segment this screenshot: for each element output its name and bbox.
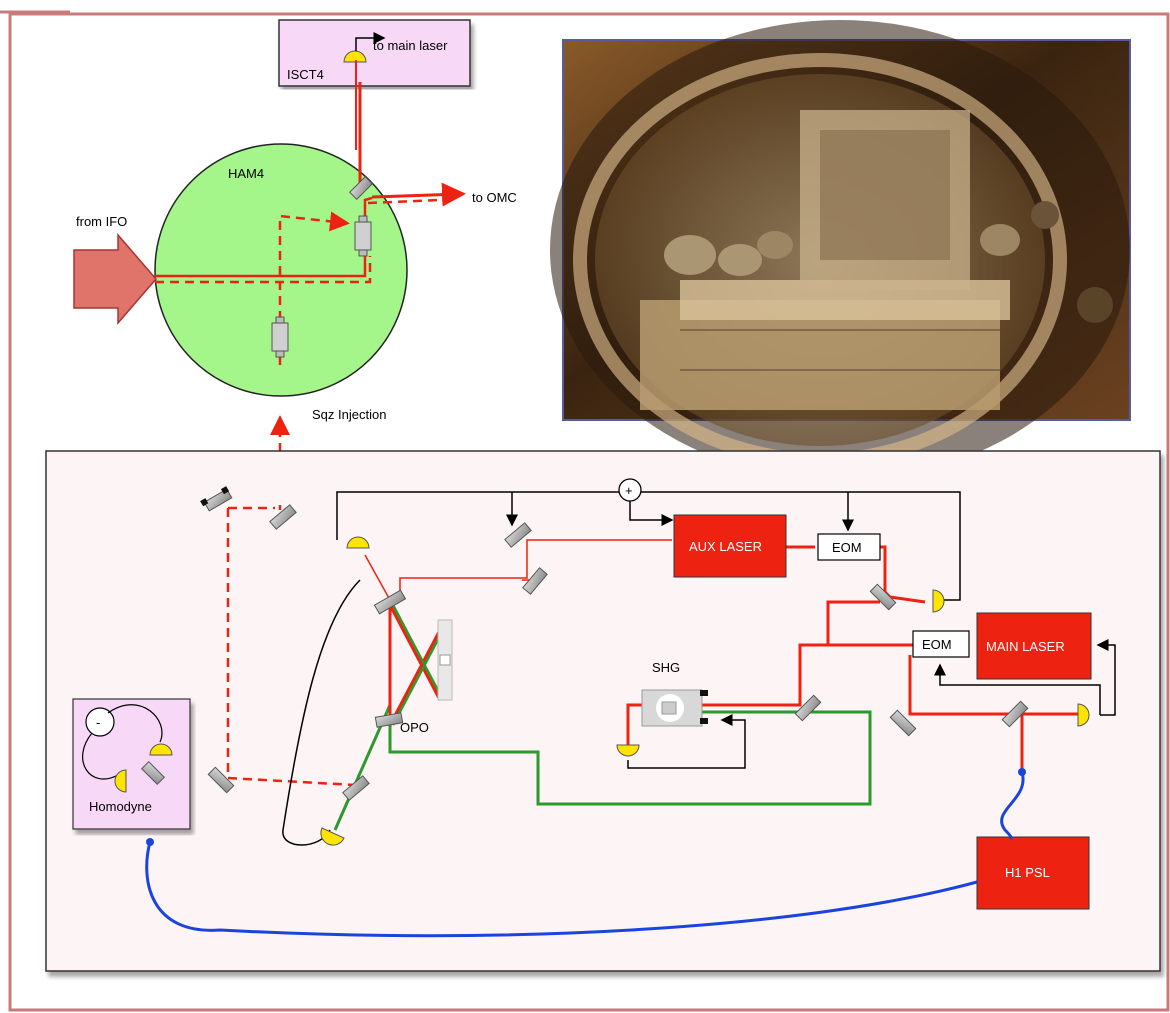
- isct4-label: ISCT4: [287, 67, 324, 82]
- from-ifo-label: from IFO: [76, 214, 127, 229]
- aux-laser-label: AUX LASER: [689, 539, 762, 554]
- eom-aux-label: EOM: [832, 540, 862, 555]
- homodyne-label: Homodyne: [89, 799, 152, 814]
- main-laser-label: MAIN LASER: [986, 639, 1065, 654]
- to-main-laser-label: to main laser: [373, 38, 448, 53]
- sqz-injection-label: Sqz Injection: [312, 407, 386, 422]
- h1-psl-label: H1 PSL: [1005, 865, 1050, 880]
- minus-symbol: -: [96, 715, 100, 730]
- to-omc-label: to OMC: [472, 190, 517, 205]
- eom-main-label: EOM: [922, 637, 952, 652]
- chamber-photo: [550, 20, 1130, 480]
- sum-symbol: +: [625, 483, 633, 498]
- opo-label: OPO: [400, 720, 429, 735]
- ham4-label: HAM4: [228, 166, 264, 181]
- faraday-isolator-icon: [272, 317, 288, 357]
- shg-label: SHG: [652, 660, 680, 675]
- faraday-isolator-icon: [355, 216, 371, 256]
